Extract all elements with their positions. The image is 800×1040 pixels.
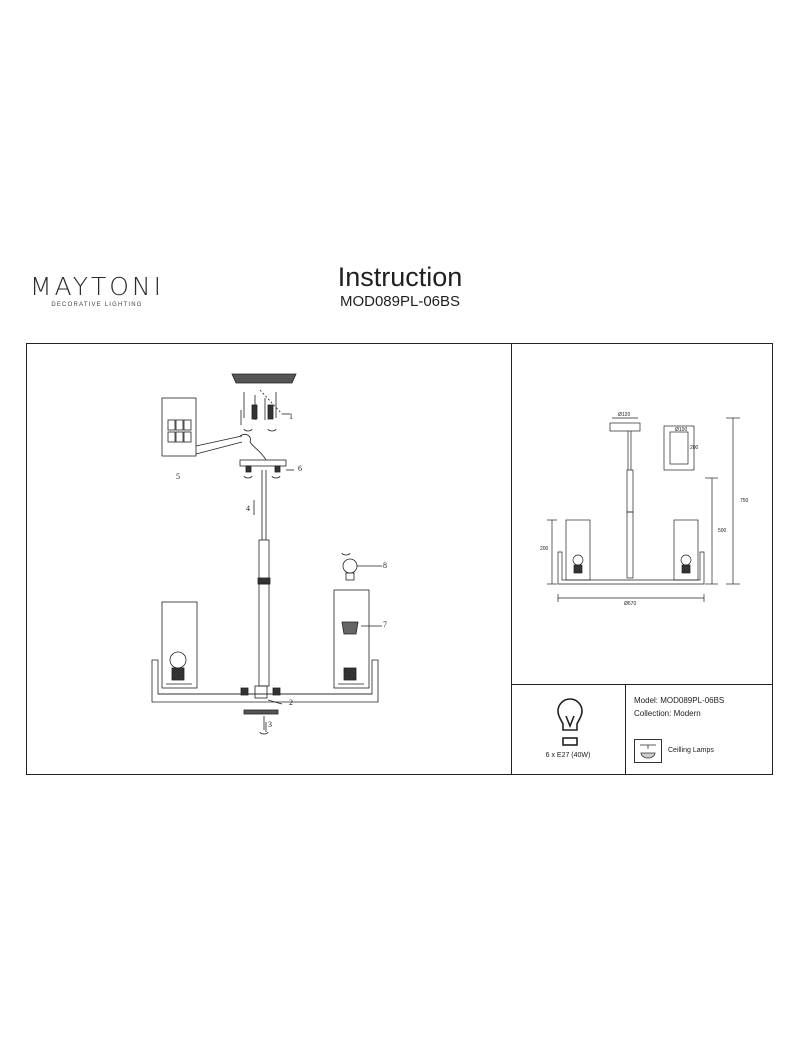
title-block: Instruction MOD089PL-06BS [300,262,500,310]
bulb-spec: 6 x E27 (40W) [545,752,591,759]
dim-canopy-diameter: Ø120 [618,412,631,418]
canopy-plate [239,459,287,467]
brand-tagline: DECORATIVE LIGHTING [51,302,143,308]
instruction-sheet [26,343,773,775]
collection-line: Collection: Modern [634,709,701,718]
callout-7: 7 [383,620,387,629]
model-line: Model: MOD089PL-06BS [634,696,725,705]
brand-name: MAYTONI [29,272,165,301]
callout-6: 6 [298,464,302,473]
brand-logo: MAYTONI DECORATIVE LIGHTING [22,272,172,308]
bottom-cap [243,709,279,715]
spec-divider [511,684,773,685]
callout-2: 2 [289,698,293,707]
shade-right [333,589,370,689]
ceiling-slab [231,373,297,384]
dim-width: Ø670 [624,601,637,607]
shade-left [161,601,198,689]
dim-shade-diameter: Ø100 [675,427,688,433]
callout-5: 5 [176,472,180,481]
category-label: Ceilling Lamps [668,747,714,754]
dim-min-height: 500 [718,528,727,534]
dimension-drawing [547,417,740,602]
lamp-frame [151,659,379,703]
ceiling-lamp-icon [640,744,656,759]
callout-1: 1 [289,412,293,421]
suspension-rod [257,470,271,687]
callout-4: 4 [246,504,250,513]
callout-8: 8 [383,561,387,570]
dim-shade-height: 200 [690,445,699,451]
panel-divider [511,343,512,775]
bulb-icon [557,698,583,746]
terminal-block-detail [161,397,197,457]
spec-column-divider [625,684,626,775]
dim-arm-height: 200 [540,546,549,552]
category-icon-box [634,739,662,763]
model-code: MOD089PL-06BS [339,293,461,310]
ceiling-anchors [243,389,290,420]
dim-max-height: 750 [740,498,749,504]
document-title: Instruction [337,262,463,292]
callout-3: 3 [268,720,272,729]
